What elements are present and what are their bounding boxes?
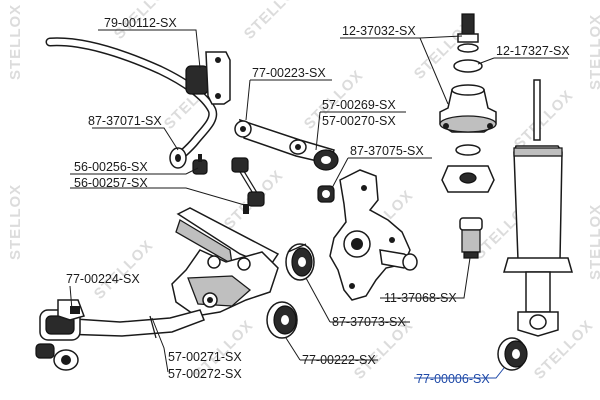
steering-knuckle-part — [329, 169, 418, 301]
label-12-17327-sx: 12-17327-SX — [496, 44, 570, 58]
label-56-00256-sx: 56-00256-SX — [74, 160, 148, 174]
label-77-00222-sx: 77-00222-SX — [302, 353, 376, 367]
watermark-text: STELLOX — [7, 4, 24, 80]
label-77-00223-sx: 77-00223-SX — [252, 66, 326, 80]
small-bushing-part — [317, 185, 335, 203]
label-87-37073-sx: 87-37073-SX — [332, 315, 406, 329]
stabilizer-bushing-part — [185, 51, 231, 105]
watermark-text: STELLOX — [511, 87, 577, 153]
label-79-00112-sx: 79-00112-SX — [104, 16, 177, 30]
watermark-text: STELLOX — [587, 14, 600, 90]
lower-arm-assembly-part — [171, 207, 280, 317]
bump-stop-part — [459, 217, 483, 259]
label-87-37071-sx: 87-37071-SX — [88, 114, 162, 128]
shock-bushing-part — [497, 337, 528, 371]
stabilizer-link-part — [192, 154, 265, 214]
stabilizer-bar — [45, 37, 218, 165]
label-77-00224-sx: 77-00224-SX — [66, 272, 140, 286]
upper-arm-part — [234, 118, 335, 165]
label-77-00006-sx: 77-00006-SX — [416, 372, 490, 386]
leader-lines — [69, 29, 568, 379]
arm-bushing-lower-part — [266, 301, 298, 339]
bearing-plate-part — [441, 144, 495, 193]
watermark-text: STELLOX — [7, 184, 24, 260]
label-12-37032-sx: 12-37032-SX — [342, 24, 416, 38]
watermark-text: STELLOX — [587, 204, 600, 280]
arm-bushing-part — [313, 149, 339, 171]
large-bushing-part — [285, 243, 315, 281]
label-11-37068-sx: 11-37068-SX — [384, 291, 457, 305]
strut-mount-part — [439, 59, 497, 133]
label-57-00271-sx: 57-00271-SX — [168, 350, 242, 364]
label-87-37075-sx: 87-37075-SX — [350, 144, 424, 158]
bar-bushing-part — [169, 147, 187, 169]
strut-nut-part — [457, 13, 479, 53]
trailing-arm-part — [59, 309, 205, 339]
part-labels: 79-00112-SX 87-37071-SX 56-00256-SX 56-0… — [66, 16, 570, 386]
label-57-00270-sx: 57-00270-SX — [322, 114, 396, 128]
watermark-text: STELLOX — [241, 0, 307, 43]
shock-absorber-part — [503, 79, 573, 337]
watermark-text: STELLOX — [91, 237, 157, 303]
label-57-00269-sx: 57-00269-SX — [322, 98, 396, 112]
label-56-00257-sx: 56-00257-SX — [74, 176, 148, 190]
label-57-00272-sx: 57-00272-SX — [168, 367, 242, 381]
control-arm-bushing-part — [35, 299, 85, 371]
